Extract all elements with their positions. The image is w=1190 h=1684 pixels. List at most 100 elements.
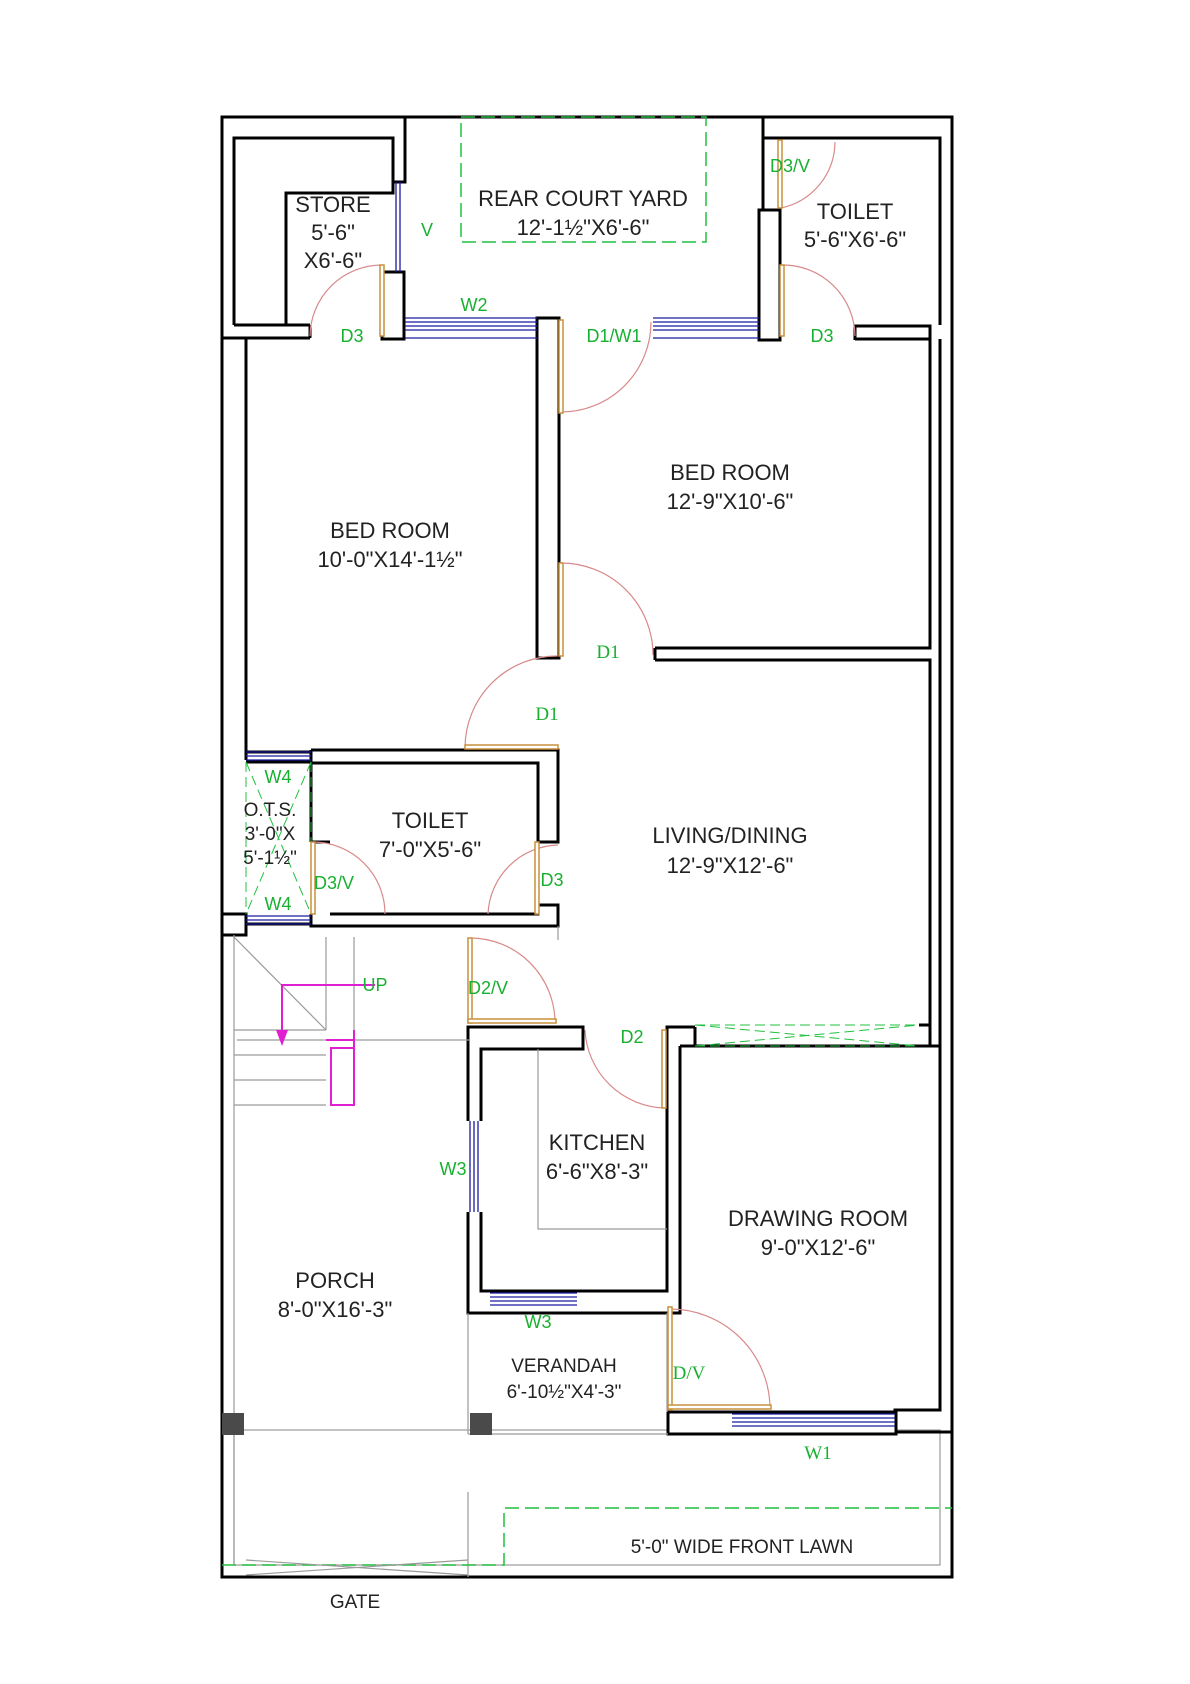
door-d2-leaf: [661, 1029, 667, 1109]
door-dv-leaf: [667, 1306, 673, 1411]
bed-room-right-label: BED ROOM: [670, 460, 790, 485]
windows: [246, 182, 895, 1427]
ots-cross-2: [245, 761, 312, 915]
door-d1-bed-right-leaf: [558, 562, 564, 657]
tag-w2: W2: [461, 295, 488, 315]
tag-d1-bed-right: D1: [596, 642, 619, 663]
kitchen-wall-outer: [466, 1046, 682, 1315]
window-w2: [405, 317, 537, 339]
door-d3v-top-swing: [780, 141, 836, 209]
front-lawn-label: 5'-0" WIDE FRONT LAWN: [631, 1537, 854, 1558]
window-w1-front: [732, 1413, 895, 1427]
porch-dim: 8'-0"X16'-3": [278, 1297, 393, 1322]
door-d3-store-leaf: [379, 264, 385, 337]
door-dv-threshold: [667, 1404, 772, 1410]
door-d3-toilet-top-leaf: [779, 264, 785, 337]
opening-labels: D3/V V W2 D3 D1/W1 D3 D1 D1 W4 W4 D3/V D…: [265, 156, 834, 1464]
tag-w3-side: W3: [440, 1159, 467, 1179]
courtyard-dashed-zone: [460, 116, 707, 243]
bedroom-partition-wall: [535, 316, 561, 660]
window-w1-top: [653, 317, 759, 339]
stair-arrow-line: [281, 984, 375, 1040]
kitchen-dim: 6'-6"X8'-3": [546, 1159, 648, 1184]
window-v: [395, 182, 401, 272]
courtyard-pier-left: [380, 270, 406, 341]
tag-v: V: [421, 220, 433, 240]
door-d2v-swing: [469, 937, 556, 1024]
tag-d3v-mid: D3/V: [314, 873, 354, 893]
drawing-room-dim: 9'-0"X12'-6": [761, 1235, 876, 1260]
door-d1w1-leaf: [558, 319, 564, 414]
door-d1-bed-left-swing: [464, 655, 558, 749]
toilet-mid-wall-bottom: [309, 903, 560, 928]
walls: [220, 117, 952, 1577]
verandah-dim: 6'-10½"X4'-3": [507, 1382, 622, 1403]
tag-d3-mid: D3: [540, 870, 563, 890]
door-d3v-top-leaf: [777, 139, 783, 209]
bed-room-left-dim: 10'-0"X14'-1½": [317, 547, 462, 572]
courtyard-pier-right: [757, 208, 782, 342]
drawing-room-label: DRAWING ROOM: [728, 1206, 908, 1231]
porch-column-left: [222, 1413, 244, 1435]
door-d3-mid-swing: [487, 844, 559, 915]
ots-dim-2: 5'-1½": [243, 848, 297, 869]
drawing-wall-east: [893, 1046, 942, 1432]
tag-d2: D2: [620, 1027, 643, 1047]
bed-room-left-label: BED ROOM: [330, 518, 450, 543]
porch-column-right: [470, 1413, 492, 1435]
tag-up: UP: [362, 975, 387, 995]
door-d1-bed-right-swing: [560, 562, 654, 656]
kitchen-wall-top: [466, 1025, 585, 1121]
store-dim-1: 5'-6": [311, 220, 355, 245]
door-d1w1-swing: [560, 321, 652, 413]
toilet-top-dim: 5'-6"X6'-6": [804, 227, 906, 252]
door-d3v-mid-leaf: [310, 841, 316, 915]
door-d3-store-swing: [309, 264, 383, 337]
ots-label: O.T.S.: [244, 800, 297, 821]
window-w4-bottom: [246, 915, 311, 925]
drawing-wall-corner: [919, 1023, 932, 1046]
front-lawn-boundary: [222, 1507, 952, 1566]
door-d3v-mid-swing: [312, 841, 386, 915]
doors: [309, 139, 856, 1411]
tag-d3v-top: D3/V: [770, 156, 810, 176]
living-dining-label: LIVING/DINING: [652, 823, 807, 848]
tag-d1-bed-left: D1: [535, 704, 558, 725]
stair-arrow-head: [276, 1030, 288, 1046]
toilet-top-wall-outer: [763, 136, 942, 325]
toilet-mid-label: TOILET: [392, 808, 469, 833]
door-d3-mid-leaf: [534, 841, 540, 915]
room-labels: STORE 5'-6" X6'-6" REAR COURT YARD 12'-1…: [243, 186, 908, 1613]
ots-dim-1: 3'-0"X: [245, 824, 296, 845]
drawing-wall-bottom: [666, 1410, 898, 1436]
store-dim-2: X6'-6": [304, 248, 362, 273]
door-d3-toilet-top-swing: [780, 264, 856, 337]
tag-w3-bottom: W3: [525, 1312, 552, 1332]
gate: [245, 1559, 469, 1576]
door-dv-swing: [669, 1308, 771, 1410]
kitchen-label: KITCHEN: [549, 1130, 646, 1155]
window-w4-top: [246, 751, 311, 761]
porch-label: PORCH: [295, 1268, 374, 1293]
tag-d2v: D2/V: [468, 978, 508, 998]
door-d2v-threshold: [467, 1018, 557, 1024]
tag-d3-toilet-top: D3: [810, 326, 833, 346]
store-label: STORE: [295, 192, 370, 217]
living-dining-dim: 12'-9"X12'-6": [667, 853, 794, 878]
store-wall-outer: [232, 117, 407, 325]
toilet-top-label: TOILET: [817, 199, 894, 224]
tag-d3-store: D3: [340, 326, 363, 346]
rear-court-yard-label: REAR COURT YARD: [478, 186, 688, 211]
stair-landing-outline: [326, 1030, 355, 1106]
door-d2-swing: [584, 1029, 666, 1109]
bed-right-wall-east: [655, 337, 932, 650]
gate-leaf-2: [245, 1559, 469, 1576]
window-w3-side: [469, 1121, 479, 1212]
store-wall-inner: [284, 182, 395, 325]
gate-label: GATE: [330, 1592, 380, 1613]
ots-pier: [220, 912, 248, 937]
stair-diagonal: [233, 936, 327, 1031]
rear-court-yard-dim: 12'-1½"X6'-6": [517, 215, 650, 240]
kitchen-counter: [537, 1049, 667, 1230]
